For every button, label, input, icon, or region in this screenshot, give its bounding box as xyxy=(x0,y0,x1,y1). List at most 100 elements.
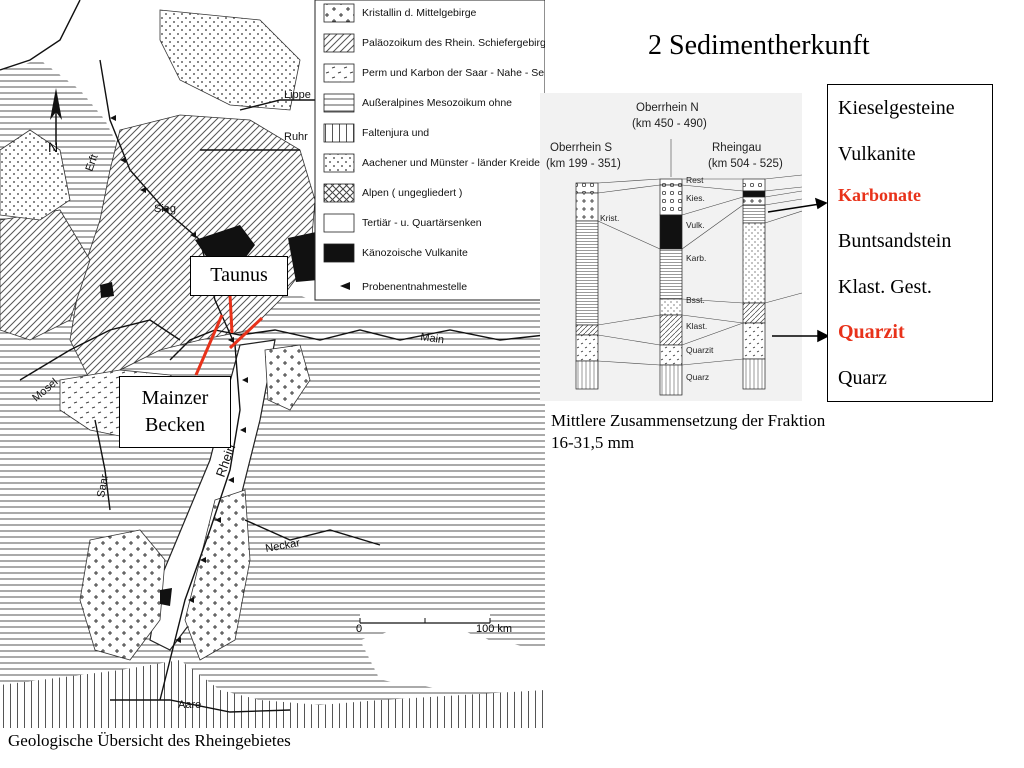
label-aare: Aare xyxy=(178,699,201,711)
volcanics-kaiserstuhl xyxy=(160,588,172,606)
component-legend: Kieselgesteine Vulkanite Karbonate Bunts… xyxy=(827,84,993,402)
col-layer-label-3: Karb. xyxy=(686,253,706,263)
col-s-layer-3 xyxy=(575,324,599,336)
lake-area xyxy=(360,620,545,690)
col-connector-16 xyxy=(764,190,802,198)
arrow-karbonate-head xyxy=(814,197,828,210)
col-n-layer-3 xyxy=(659,248,683,300)
col-layer-label-2: Vulk. xyxy=(686,220,705,230)
legend-swatch-7 xyxy=(323,213,355,233)
col-connector-4 xyxy=(597,334,661,346)
cretaceous-area xyxy=(0,129,71,221)
volcanics-vogelsberg xyxy=(288,232,318,282)
mainzer-label-line1: Mainzer xyxy=(141,387,209,409)
col-connector-17 xyxy=(764,198,802,206)
col-connector-5 xyxy=(597,360,661,366)
col-n-layer-5 xyxy=(659,314,683,346)
figure-caption-right: Mittlere Zusammensetzung der Fraktion 16… xyxy=(551,410,971,454)
col-s-layer-1 xyxy=(575,192,599,222)
col-n-layer-1 xyxy=(659,184,683,216)
lippe-river xyxy=(239,99,315,111)
col-r-title: Rheingau xyxy=(712,142,761,154)
col-connector-18 xyxy=(764,210,802,224)
scale-bar xyxy=(359,612,491,630)
col-n-title: Oberrhein N xyxy=(636,102,699,114)
col-r-layer-6 xyxy=(742,322,766,360)
label-saar: Saar xyxy=(95,473,111,498)
legend-text-1: Paläozoikum des Rhein. Schiefergebirges xyxy=(362,37,545,49)
col-n-layer-2 xyxy=(659,214,683,250)
legend-swatch-0 xyxy=(323,3,355,23)
col-connector-8 xyxy=(681,196,744,216)
comp-kieselgesteine: Kieselgesteine xyxy=(838,97,955,119)
col-s-layer-2 xyxy=(575,220,599,326)
legend-swatch-1 xyxy=(323,33,355,53)
column-layers xyxy=(575,139,802,396)
volcanics-eifel xyxy=(100,282,114,298)
col-connector-1 xyxy=(597,184,661,194)
comp-vulkanite: Vulkanite xyxy=(838,143,916,165)
blackforest-crystalline xyxy=(184,489,251,661)
arrow-karbonate-line xyxy=(767,203,821,213)
col-connector-13 xyxy=(681,358,744,366)
comp-klast-gest: Klast. Gest. xyxy=(838,276,932,298)
neckar-river xyxy=(244,519,381,546)
col-layer-label-6: Quarzit xyxy=(686,345,714,355)
sediment-columns-figure: Oberrhein N(km 450 - 490)Oberrhein S(km … xyxy=(540,93,802,401)
legend-text-9: Probenentnahmestelle xyxy=(362,281,467,293)
legend-swatch-3 xyxy=(323,93,355,113)
mosel-river xyxy=(19,319,181,381)
legend-swatch-8 xyxy=(323,243,355,263)
geological-map: N Lippe Ruhr Erft Sieg Main Mosel Saar R… xyxy=(0,0,545,728)
col-connector-3 xyxy=(597,314,661,326)
jura-area xyxy=(0,660,545,728)
mainzer-becken-callout: Mainzer Becken xyxy=(119,376,231,448)
col-n-layer-4 xyxy=(659,298,683,316)
col-r-layer-7 xyxy=(742,358,766,390)
paleozoic-west-area xyxy=(0,209,91,341)
col-s-layer-0 xyxy=(575,182,599,194)
col-connector-10 xyxy=(681,298,744,304)
col-s-layer-5 xyxy=(575,360,599,390)
col-connector-11 xyxy=(681,314,744,324)
col-r-range: (km 504 - 525) xyxy=(708,158,783,170)
mainzer-label-line2: Becken xyxy=(145,414,205,436)
aare-river xyxy=(110,699,291,713)
legend-text-6: Alpen ( ungegliedert ) xyxy=(362,187,462,199)
cretaceous-north-area xyxy=(159,9,301,111)
arrow-quarzit-head xyxy=(817,329,830,343)
odenwald-crystalline xyxy=(264,344,311,411)
col-connector-14 xyxy=(764,174,802,180)
north-label: N xyxy=(48,139,58,155)
legend-swatch-2 xyxy=(323,63,355,83)
legend-text-7: Tertiär - u. Quartärsenken xyxy=(362,217,482,229)
col-layer-label-5: Klast. xyxy=(686,321,707,331)
comp-karbonate: Karbonate xyxy=(838,185,921,205)
north-arrow xyxy=(50,88,62,145)
legend-swatch-6 xyxy=(323,183,355,203)
river-north xyxy=(0,0,81,71)
col-r-layer-4 xyxy=(742,222,766,304)
col-connector-2 xyxy=(597,220,661,250)
legend-text-0: Kristallin d. Mittelgebirge xyxy=(362,7,477,19)
legend-text-3: Außeralpines Mesozoikum ohne xyxy=(362,97,512,109)
col-s-title: Oberrhein S xyxy=(550,142,612,154)
sampling-sites xyxy=(110,115,248,643)
col-connector-0 xyxy=(597,178,661,184)
col-connector-15 xyxy=(764,186,802,192)
legend-text-5: Aachener und Münster - länder Kreide xyxy=(362,157,540,169)
comp-quarz: Quarz xyxy=(838,367,887,389)
col-connector-7 xyxy=(681,184,744,192)
col-r-layer-0 xyxy=(742,178,766,192)
slide-title: 2 Sedimentherkunft xyxy=(648,30,870,61)
caption-right-line2: 16-31,5 mm xyxy=(551,433,635,452)
col-n-layer-6 xyxy=(659,344,683,366)
scale-max: 100 km xyxy=(476,623,512,635)
col-s-layer-4 xyxy=(575,334,599,362)
taunus-callout: Taunus xyxy=(190,256,288,296)
col-layer-label-1: Kies. xyxy=(686,193,705,203)
rhine-graben xyxy=(149,339,276,651)
vosges-crystalline xyxy=(79,529,166,661)
label-lippe: Lippe xyxy=(284,89,311,101)
